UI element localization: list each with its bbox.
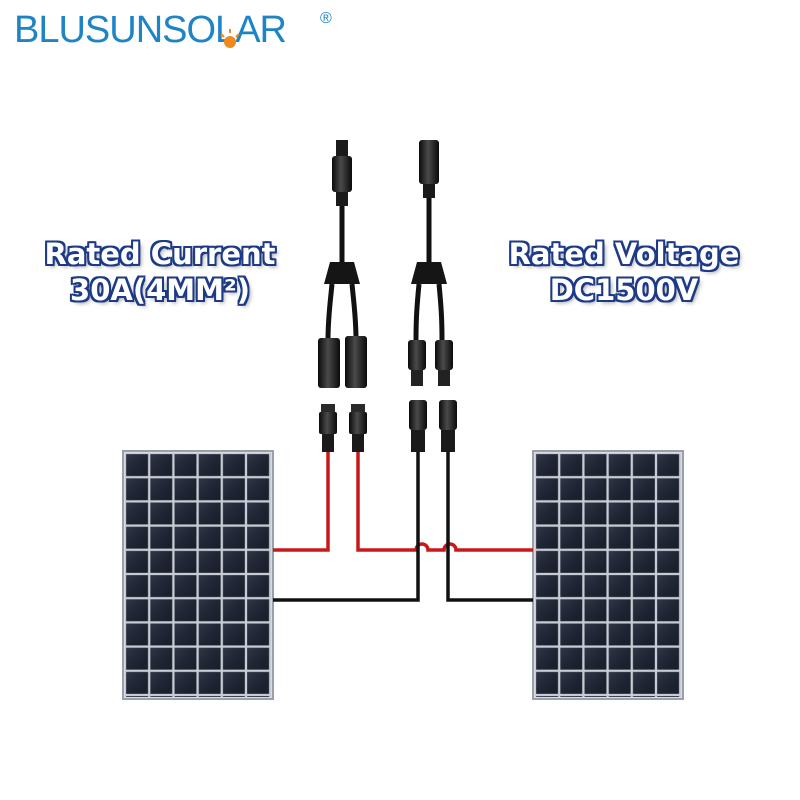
positive-wire-left [273,450,330,552]
negative-wire-left [273,450,420,602]
wires [273,450,533,602]
rated-current-label: Rated Current 30A(4MM²) [10,236,310,308]
solar-panel-right [532,450,684,700]
rated-current-value: 30A(4MM²) [70,273,250,307]
rated-voltage-value: DC1500V [549,273,699,307]
registered-mark: ® [320,10,332,27]
logo-text: BLUSUNSOLAR [14,9,287,51]
panel-connectors [319,400,457,452]
rated-current-title: Rated Current [44,237,276,271]
connector-plug-1 [319,404,337,452]
brand-logo: BLUSUNSOLAR ® [14,6,334,52]
rated-voltage-label: Rated Voltage DC1500V [474,236,774,308]
positive-wire-right [356,450,533,552]
connector-plug-2 [349,404,367,452]
sun-icon [220,29,240,48]
y-branch-connector-negative [408,140,453,386]
connector-plug-3 [409,400,427,452]
rated-voltage-title: Rated Voltage [508,237,740,271]
connector-plug-4 [439,400,457,452]
solar-panel-left [122,450,274,700]
negative-wire-right [446,450,533,602]
y-branch-connector-positive [318,140,367,388]
